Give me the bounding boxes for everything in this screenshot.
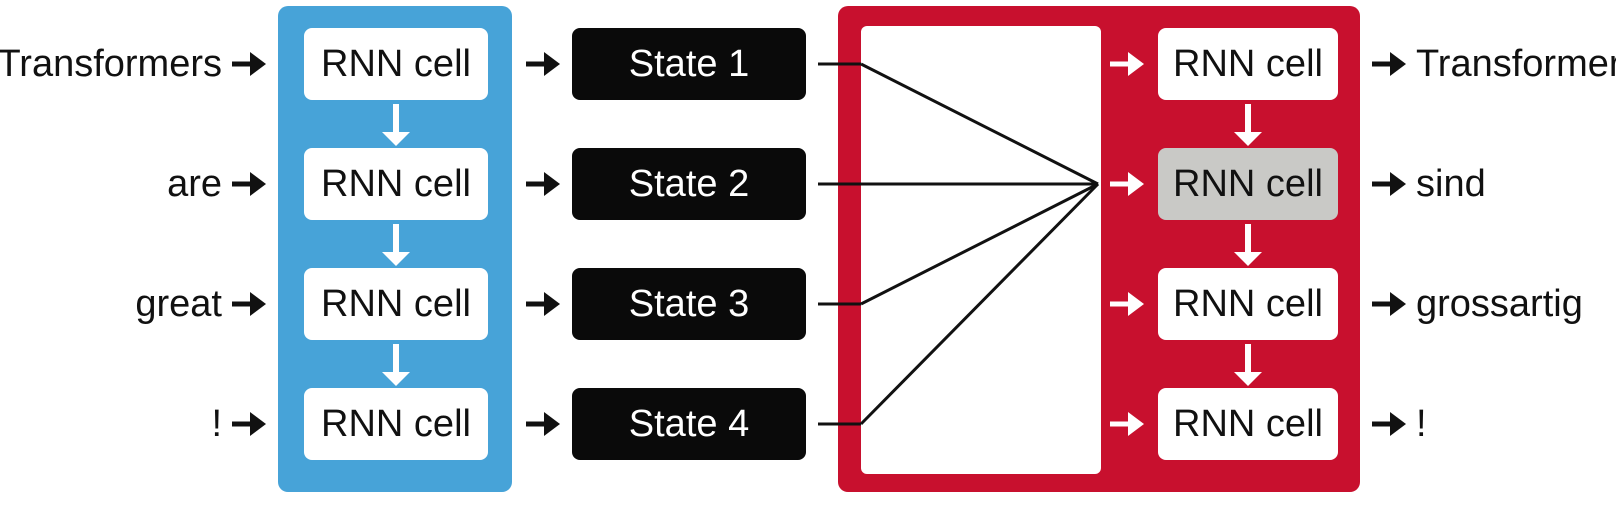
arrow-icon — [1110, 292, 1144, 316]
down-arrow-icon — [1234, 104, 1262, 146]
input-token: ! — [211, 403, 222, 445]
down-arrow-icon — [382, 344, 410, 386]
state-box — [572, 268, 806, 340]
attention-line — [860, 62, 1099, 186]
input-token: Transformers — [0, 43, 222, 85]
output-token: ! — [1416, 403, 1427, 445]
state-label: State 4 — [629, 403, 749, 445]
down-arrow-icon — [382, 104, 410, 146]
attention-line — [859, 182, 1100, 426]
encoder-cell-label: RNN cell — [321, 43, 471, 85]
decoder-cell — [1158, 28, 1338, 100]
down-arrow-icon — [1234, 344, 1262, 386]
input-tokens: Transformers are great! — [0, 43, 266, 445]
state-label: State 1 — [629, 43, 749, 85]
arrow-icon — [1372, 172, 1406, 196]
arrow-icon — [232, 172, 266, 196]
decoder-cell-label: RNN cell — [1173, 43, 1323, 85]
arrow-icon — [526, 412, 560, 436]
state-box — [572, 388, 806, 460]
encoder-cell-label: RNN cell — [321, 403, 471, 445]
output-token: grossartig — [1416, 283, 1583, 325]
arrow-icon — [526, 172, 560, 196]
encoder-states: State 1 State 2 State 3 State 4 — [526, 28, 806, 460]
encoder-cell — [304, 388, 488, 460]
down-arrow-icon — [1234, 224, 1262, 266]
decoder-cell-highlighted — [1158, 148, 1338, 220]
state-label: State 3 — [629, 283, 749, 325]
input-token: great — [135, 283, 222, 325]
decoder-cell-label: RNN cell — [1173, 163, 1323, 205]
input-token: are — [167, 163, 222, 205]
arrow-icon — [1110, 412, 1144, 436]
state-label: State 2 — [629, 163, 749, 205]
decoder-cell-label: RNN cell — [1173, 403, 1323, 445]
encoder-cell — [304, 148, 488, 220]
arrow-icon — [1372, 292, 1406, 316]
encoder-cell-label: RNN cell — [321, 163, 471, 205]
arrow-icon — [526, 292, 560, 316]
arrow-icon — [232, 412, 266, 436]
attention-area — [861, 26, 1101, 474]
state-box — [572, 28, 806, 100]
output-token: sind — [1416, 163, 1486, 205]
decoder-cell-label: RNN cell — [1173, 283, 1323, 325]
output-tokens: Transformer sind grossartig! — [1372, 43, 1616, 445]
arrow-icon — [232, 292, 266, 316]
arrow-icon — [1372, 52, 1406, 76]
arrow-icon — [232, 52, 266, 76]
attention-line — [860, 182, 1099, 306]
encoder-cell — [304, 28, 488, 100]
state-box — [572, 148, 806, 220]
encoder-cell-label: RNN cell — [321, 283, 471, 325]
arrow-icon — [1372, 412, 1406, 436]
decoder-cell — [1158, 388, 1338, 460]
decoder-cell — [1158, 268, 1338, 340]
arrow-icon — [1110, 52, 1144, 76]
output-token: Transformer — [1416, 43, 1616, 85]
down-arrow-icon — [382, 224, 410, 266]
attention-lines — [818, 62, 1100, 426]
arrow-icon — [1110, 172, 1144, 196]
encoder-cell — [304, 268, 488, 340]
arrow-icon — [526, 52, 560, 76]
